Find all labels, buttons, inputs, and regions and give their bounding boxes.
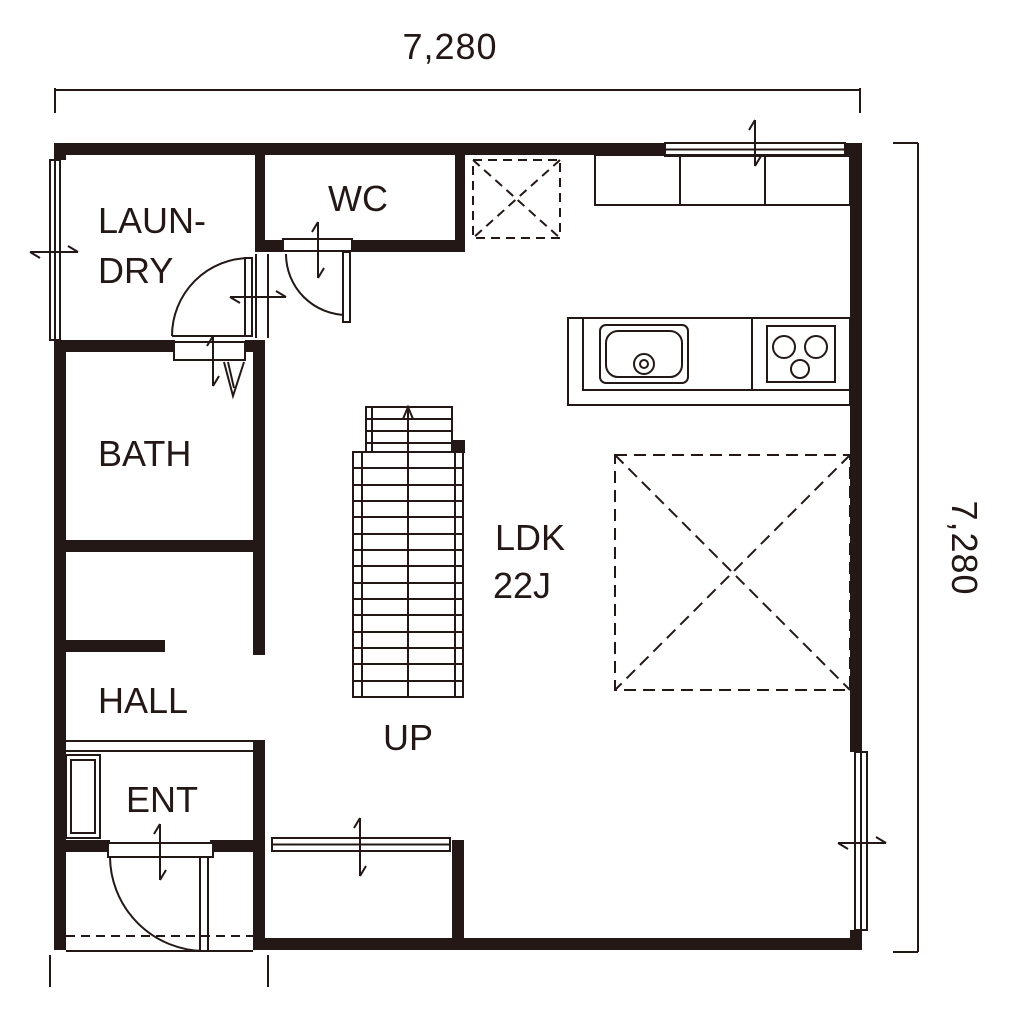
- wall-entrance-right: [253, 740, 265, 950]
- wall-bottom: [253, 938, 862, 950]
- stove-burner-icon: [790, 359, 810, 379]
- room-label-laundry-line2: DRY: [98, 250, 173, 291]
- wall-entrance-bottom-left: [54, 840, 110, 852]
- stair-direction-label: UP: [383, 717, 433, 758]
- entrance-fixtures: [65, 740, 253, 952]
- opening-marks: [29, 119, 887, 881]
- shoe-cabinet-inner: [70, 759, 96, 834]
- door-wc-swing-arc: [285, 253, 348, 316]
- back-counter-outline: [594, 154, 851, 206]
- stove-burner-icon: [772, 335, 796, 359]
- room-label-ldk-size: 22J: [493, 565, 551, 606]
- sink-basin: [605, 330, 683, 378]
- staircase: UP: [352, 404, 465, 758]
- wall-hall-vertical: [253, 340, 265, 655]
- skylight-outline: [472, 159, 561, 239]
- wall-laundry-wc: [255, 143, 265, 252]
- sink-outer: [599, 324, 689, 384]
- skylight-above: [472, 159, 561, 239]
- room-label-entrance: ENT: [126, 779, 198, 820]
- wall-entrance-bottom-right: [210, 840, 253, 852]
- wall-wc-right: [455, 143, 465, 252]
- door-bath-folding-leaf: [223, 361, 245, 400]
- opening-mark-laundry-window: [29, 245, 79, 259]
- stair-direction-arrow: [402, 404, 414, 697]
- walls: [54, 143, 862, 950]
- opening-mark-bath-door: [206, 335, 220, 387]
- dimension-width-label: 7,280: [402, 26, 497, 67]
- kitchen: [472, 154, 851, 406]
- window-right: [854, 751, 868, 931]
- room-label-bath: BATH: [98, 433, 191, 474]
- door-entrance-swing-arc: [109, 856, 205, 952]
- wall-left-top-corner: [54, 143, 66, 160]
- wall-right: [850, 143, 862, 752]
- void-outline: [614, 454, 851, 691]
- stair-handrails: [361, 452, 456, 697]
- dimension-width: 7,280: [54, 26, 861, 113]
- opening-mark-storage-door: [353, 817, 367, 877]
- stove-burner-icon: [804, 335, 828, 359]
- door-bath: [173, 341, 246, 400]
- island-worktop-edge: [582, 318, 850, 391]
- wall-storage-right: [452, 840, 464, 940]
- shoe-cabinet-outer: [65, 754, 101, 839]
- door-bath-frame: [173, 341, 246, 361]
- wall-hall-stub: [54, 640, 165, 652]
- door-wc-leaf: [342, 251, 351, 323]
- wall-bath-bottom: [54, 540, 253, 552]
- back-counter: [594, 154, 851, 206]
- window-laundry: [49, 159, 61, 341]
- opening-mark-wc-door: [311, 221, 325, 279]
- dimension-depth-label: 7,280: [944, 500, 985, 595]
- door-laundry-swing-arc: [171, 257, 251, 337]
- back-counter-dividers: [679, 155, 766, 205]
- wall-wc-bottom-left: [255, 240, 285, 252]
- room-label-wc: WC: [328, 178, 388, 219]
- stove-outline: [766, 325, 836, 383]
- entrance-step-line: [66, 740, 253, 752]
- stair-newel-post: [452, 440, 465, 453]
- wall-wc-bottom-right: [350, 240, 465, 252]
- wall-laundry-bottom: [54, 340, 175, 352]
- dimension-depth: 7,280: [893, 142, 985, 953]
- kitchen-island: [567, 317, 851, 406]
- room-label-hall: HALL: [98, 680, 188, 721]
- room-label-ldk: LDK: [495, 517, 565, 558]
- wall-top: [54, 143, 665, 155]
- dimension-width-line: [54, 88, 861, 113]
- void-above: [614, 454, 851, 691]
- skylight-cross: [472, 159, 561, 239]
- room-label-laundry-line1: LAUN-: [98, 200, 206, 241]
- opening-mark-top-window: [748, 119, 762, 167]
- sink-drain-center: [639, 359, 649, 369]
- opening-mark-entrance-door: [153, 823, 167, 881]
- island-outline: [567, 317, 851, 406]
- opening-mark-right-window: [837, 836, 887, 850]
- sink-drain-icon: [633, 353, 655, 375]
- porch-edge-ticks: [49, 955, 269, 987]
- room-labels: LAUN- DRY WC BATH LDK 22J HALL ENT: [98, 178, 565, 820]
- opening-mark-laundry-door: [229, 290, 287, 304]
- void-cross: [614, 454, 851, 691]
- dimension-depth-line: [893, 142, 919, 953]
